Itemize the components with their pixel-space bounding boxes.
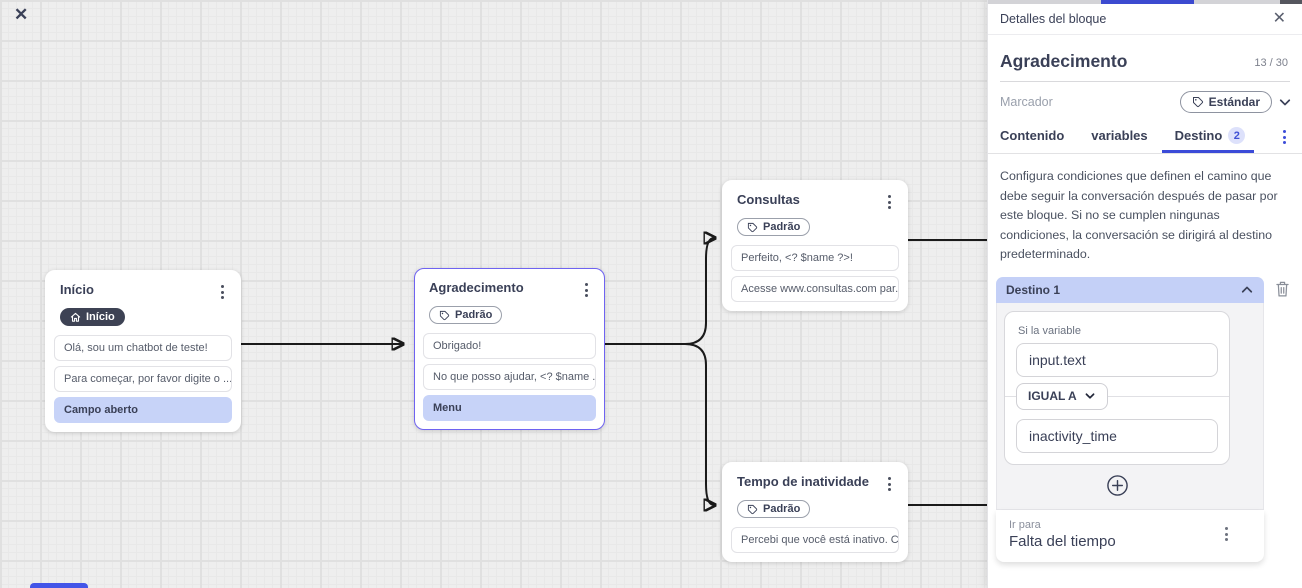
message-item[interactable]: No que posso ajudar, <? $name ... — [423, 363, 596, 390]
message-item[interactable]: Para começar, por favor digite o ... — [54, 365, 232, 392]
tag-icon — [747, 222, 758, 232]
destino-count-badge: 2 — [1228, 127, 1246, 144]
destination-1-header[interactable]: Destino 1 — [996, 276, 1264, 303]
goto-label: Ir para — [1009, 518, 1041, 531]
bottom-left-partial-element — [30, 583, 88, 588]
message-item[interactable]: Percebi que você está inativo. C... — [731, 526, 899, 553]
badge-label: Início — [86, 311, 115, 323]
top-strip-blue-segment — [1101, 0, 1194, 4]
destination-1-body: Si la variable input.text IGUAL A inacti… — [996, 302, 1264, 510]
destination-title: Destino 1 — [1006, 282, 1061, 297]
padrao-badge: Padrão — [737, 218, 811, 236]
tab-label: Contenido — [1000, 128, 1065, 143]
trash-icon[interactable] — [1274, 280, 1291, 303]
panel-tabs: Contenido variables Destino 2 — [988, 113, 1302, 153]
destination-goto[interactable]: Ir para Falta del tiempo — [996, 509, 1264, 562]
tab-contenido[interactable]: Contenido — [1000, 128, 1064, 152]
operator-select[interactable]: IGUAL A — [1016, 382, 1108, 410]
block-details-panel: Detalles del bloque ✕ Agradecimento 13 /… — [987, 0, 1302, 588]
tab-label: Destino — [1174, 128, 1223, 143]
variable-input[interactable]: input.text — [1016, 342, 1218, 377]
marker-label: Marcador — [1000, 95, 1053, 109]
tab-variables[interactable]: variables — [1091, 128, 1147, 152]
operator-value: IGUAL A — [1028, 389, 1077, 404]
chevron-up-icon[interactable] — [1240, 284, 1254, 296]
message-item[interactable]: Perfeito, <? $name ?>! — [731, 244, 899, 271]
goto-menu-icon[interactable] — [1221, 524, 1232, 544]
canvas-close-icon[interactable]: ✕ — [14, 5, 29, 24]
node-title: Agradecimento — [429, 280, 524, 295]
marker-value: Estándar — [1208, 95, 1260, 109]
panel-header: Detalles del bloque ✕ — [988, 4, 1302, 35]
node-title: Início — [60, 282, 94, 297]
divider — [1005, 395, 1229, 397]
badge-label: Padrão — [455, 309, 493, 321]
tag-icon — [1192, 97, 1203, 108]
node-title: Tempo de inatividade — [737, 474, 869, 489]
node-menu-icon[interactable] — [581, 280, 592, 300]
inicio-badge: Início — [60, 308, 125, 326]
badge-label: Padrão — [763, 503, 801, 515]
block-name[interactable]: Agradecimento — [1000, 51, 1128, 71]
goto-value: Falta del tiempo — [1009, 532, 1116, 550]
message-item[interactable]: Obrigado! — [423, 332, 596, 359]
marker-select[interactable]: Estándar — [1179, 91, 1272, 113]
badge-label: Padrão — [763, 221, 801, 233]
padrao-badge: Padrão — [737, 500, 811, 518]
node-menu-icon[interactable] — [217, 282, 228, 302]
tab-destino[interactable]: Destino 2 — [1161, 127, 1254, 153]
node-menu-icon[interactable] — [884, 474, 895, 494]
home-icon — [70, 312, 81, 322]
node-title: Consultas — [737, 192, 800, 207]
tag-icon — [747, 504, 758, 514]
chevron-down-icon[interactable] — [1278, 96, 1292, 108]
top-strip-dark-segment — [1280, 0, 1302, 4]
destination-description: Configura condiciones que definen el cam… — [1000, 169, 1278, 262]
padrao-badge: Padrão — [429, 306, 503, 324]
variable-label: Si la variable — [1018, 324, 1081, 337]
panel-top-strip — [988, 0, 1302, 4]
divider — [1000, 81, 1290, 82]
tab-label: variables — [1091, 128, 1148, 143]
message-item[interactable]: Olá, sou um chatbot de teste! — [54, 334, 232, 361]
node-inicio[interactable]: Início Início Olá, sou um chatbot de tes… — [45, 270, 241, 432]
tag-icon — [439, 310, 450, 320]
message-item[interactable]: Acesse www.consultas.com par... — [731, 275, 899, 302]
condition-card: Si la variable input.text IGUAL A inacti… — [1004, 310, 1230, 465]
node-menu-icon[interactable] — [884, 192, 895, 212]
open-field-item[interactable]: Campo aberto — [54, 396, 232, 423]
menu-item[interactable]: Menu — [423, 394, 596, 421]
node-tempo-inatividade[interactable]: Tempo de inatividade Padrão Percebi que … — [722, 462, 908, 562]
close-icon[interactable]: ✕ — [1272, 10, 1286, 27]
tabs-menu-icon[interactable] — [1279, 127, 1290, 153]
node-consultas[interactable]: Consultas Padrão Perfeito, <? $name ?>! … — [722, 180, 908, 311]
add-condition-icon[interactable] — [1106, 474, 1129, 497]
chevron-down-icon — [1085, 393, 1095, 400]
node-agradecimento[interactable]: Agradecimento Padrão Obrigado! No que po… — [414, 268, 605, 430]
char-counter: 13 / 30 — [1254, 57, 1288, 69]
compare-value-input[interactable]: inactivity_time — [1016, 418, 1218, 453]
panel-title: Detalles del bloque — [1000, 12, 1107, 26]
divider — [988, 153, 1302, 154]
